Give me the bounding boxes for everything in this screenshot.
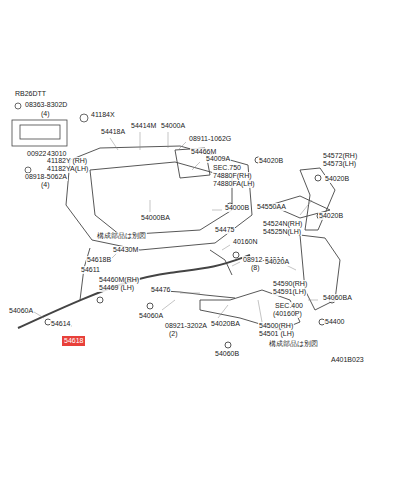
part-number: 54414M [130, 122, 157, 130]
part-number: 54525N(LH) [262, 228, 302, 236]
part-number: 00922 [26, 150, 47, 158]
subframe-outline [66, 146, 252, 250]
part-number: RB26DTT [14, 90, 47, 98]
part-number: (40160P) [272, 310, 303, 318]
part-number: (2) [168, 330, 179, 338]
part-number: 74880F(RH) [212, 172, 253, 180]
part-number: 54500(RH) [258, 322, 294, 330]
part-number: 54060A [138, 312, 164, 320]
part-number: 54618 [64, 337, 83, 344]
part-number: SEC.400 [274, 302, 304, 310]
part-number: (8) [250, 264, 261, 272]
part-number: 08918-5062A [24, 173, 68, 181]
bolt [80, 114, 88, 122]
part-number: 54573(LH) [322, 160, 357, 168]
part-number: 54618B [86, 256, 112, 264]
part-number: 41182Y (RH) [46, 157, 88, 165]
part-number: 54591(LH) [272, 288, 307, 296]
part-number: 41184X [90, 111, 116, 119]
part-number: 54009A [205, 155, 231, 163]
part-number: 54000BA [140, 214, 171, 222]
part-number: 54060B [214, 350, 240, 358]
part-number: 41182YA(LH) [46, 165, 89, 173]
ball-joint [210, 250, 232, 275]
part-number: 54614 [50, 320, 71, 328]
highlight-box: 54618 [62, 336, 85, 346]
mount-insulator [20, 125, 60, 139]
part-number: 構成部品は別図 [268, 340, 319, 348]
part-number: 54060A [8, 307, 34, 315]
bolt [15, 103, 21, 109]
part-number: 54572(RH) [322, 152, 358, 160]
part-number: A401B023 [330, 356, 365, 364]
part-number: 54020B [318, 212, 344, 220]
part-number: 40160N [232, 238, 259, 246]
part-number: 54611 [80, 266, 101, 274]
bushing [147, 303, 153, 309]
part-number: 54020B [324, 175, 350, 183]
part-number: 54060BA [322, 294, 353, 302]
part-number: 74880FA(LH) [212, 180, 256, 188]
bushing [97, 297, 103, 303]
part-number: (4) [40, 181, 51, 189]
part-number: 54400 [324, 318, 345, 326]
part-number: 54020BA [210, 320, 241, 328]
part-number: 構成部品は別図 [96, 232, 147, 240]
part-number: 54418A [100, 128, 126, 136]
part-number: 08921-3202A [164, 322, 208, 330]
part-number: 54550AA [256, 203, 287, 211]
bushing [315, 175, 321, 181]
part-number: 54476 [150, 286, 171, 294]
part-number: 54475 [214, 226, 235, 234]
part-number: 08363-8302D [24, 101, 68, 109]
part-number: 54460M(RH) [98, 276, 140, 284]
part-number: 54020B [258, 157, 284, 165]
part-number: 54430M [112, 246, 139, 254]
bushing [233, 252, 239, 258]
part-number: 54000A [160, 122, 186, 130]
part-number: SEC.750 [212, 164, 242, 172]
part-number: 08911-1062G [188, 135, 232, 143]
part-number: 54501 (LH) [258, 330, 295, 338]
stabilizer-bar [18, 255, 250, 328]
part-number: 54020A [264, 258, 290, 266]
subframe-inner [90, 162, 232, 235]
part-number: 54000B [224, 204, 250, 212]
mount-bracket [12, 120, 67, 146]
part-number: 54469 (LH) [98, 284, 135, 292]
part-number: 54590(RH) [272, 280, 308, 288]
bushing [225, 342, 231, 348]
part-number: 54524N(RH) [262, 220, 303, 228]
part-number: (4) [40, 110, 51, 118]
